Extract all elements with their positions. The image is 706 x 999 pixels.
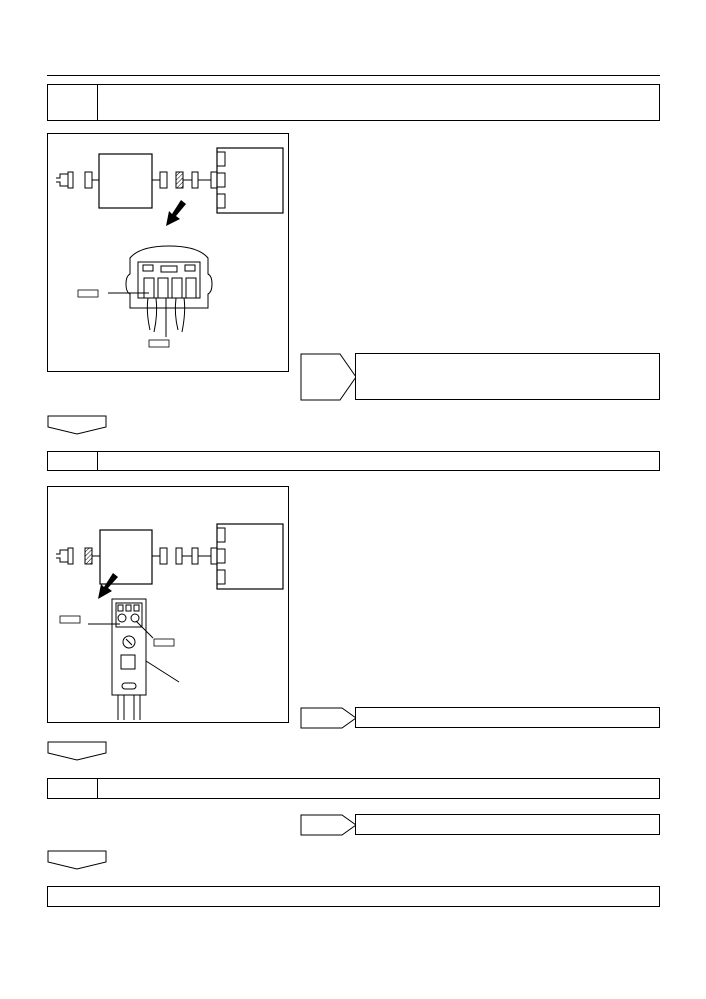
header-rule bbox=[47, 75, 660, 76]
fig2-connector-top-view bbox=[111, 598, 147, 720]
next-tag-2 bbox=[47, 741, 107, 761]
fig1-arrow-icon bbox=[166, 200, 186, 226]
next-tag-3 bbox=[47, 850, 107, 870]
fig2-callout-badge-a bbox=[59, 615, 81, 624]
fig1-right-unit bbox=[216, 147, 284, 214]
result-1-box bbox=[355, 353, 660, 400]
fig2-callout-line-c bbox=[145, 660, 180, 683]
fig2-left-plug bbox=[56, 547, 74, 565]
step-2-box bbox=[47, 451, 660, 471]
fig1-callout-badge-a bbox=[77, 289, 99, 298]
figure-1-connector-diagram bbox=[47, 133, 289, 372]
fig1-left-plug bbox=[56, 171, 74, 189]
result-2-arrow-tag bbox=[300, 707, 357, 729]
figure-1-drawing bbox=[56, 147, 284, 348]
fig2-callout-line-b bbox=[135, 620, 154, 639]
result-3-text bbox=[356, 815, 659, 821]
step-2-number bbox=[48, 452, 98, 470]
fig2-connector-hatched bbox=[84, 547, 93, 565]
step-3-number bbox=[48, 779, 98, 798]
fig2-component-box bbox=[99, 529, 153, 585]
step-3-box bbox=[47, 778, 660, 799]
fig1-connector-2 bbox=[159, 171, 168, 189]
figure-2-drawing bbox=[56, 523, 284, 720]
result-3-arrow-tag bbox=[300, 814, 357, 836]
fig2-callout-badge-b bbox=[153, 638, 175, 647]
fig1-callout-badge-b bbox=[148, 339, 170, 348]
result-1-arrow-tag bbox=[300, 353, 357, 401]
step-1-box bbox=[47, 84, 660, 121]
fig1-connector-face bbox=[125, 245, 213, 333]
fig2-right-unit bbox=[216, 523, 284, 590]
result-1-text bbox=[356, 354, 659, 362]
result-3-box bbox=[355, 814, 660, 835]
fig1-component-box bbox=[98, 153, 153, 209]
result-2-text bbox=[356, 708, 659, 714]
result-2-box bbox=[355, 707, 660, 728]
fig2-arrow-icon bbox=[98, 573, 118, 599]
final-box bbox=[47, 886, 660, 907]
figure-2-connector-diagram bbox=[47, 486, 289, 723]
fig1-connector-hatched bbox=[175, 171, 184, 189]
step-1-number bbox=[48, 85, 98, 120]
next-tag-1 bbox=[47, 415, 107, 435]
fig1-connector-1 bbox=[84, 171, 93, 189]
